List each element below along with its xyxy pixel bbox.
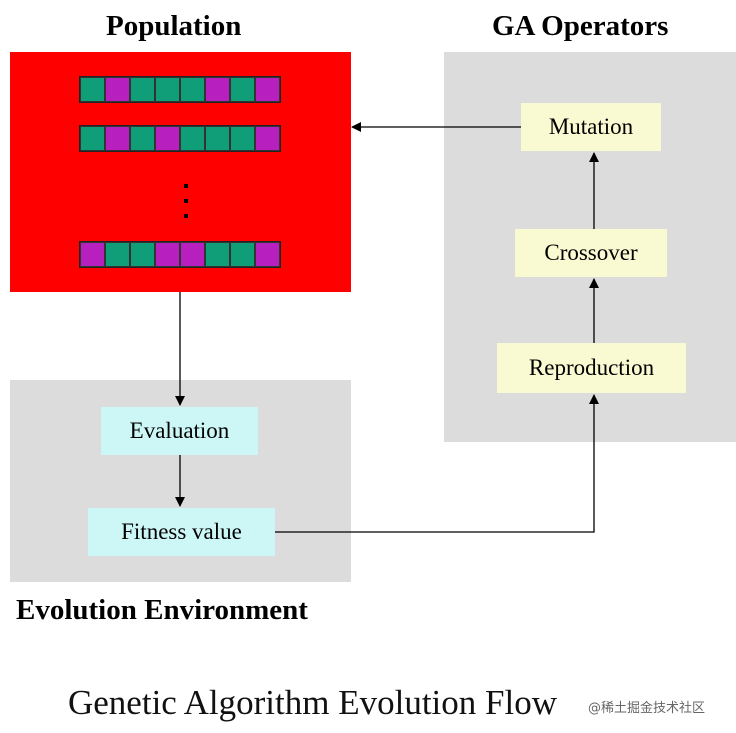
chromosome-2: [79, 125, 281, 152]
ga-operators-title: GA Operators: [492, 10, 669, 42]
gene-cell: [105, 242, 130, 267]
crossover-box: Crossover: [515, 229, 667, 277]
gene-cell: [255, 126, 280, 151]
gene-cell: [130, 77, 155, 102]
evaluation-box: Evaluation: [101, 407, 258, 455]
gene-cell: [80, 126, 105, 151]
gene-cell: [155, 242, 180, 267]
evolution-environment-title: Evolution Environment: [16, 594, 308, 626]
population-title: Population: [106, 10, 242, 42]
gene-cell: [230, 126, 255, 151]
arrow-fitness-to-reproduction: [275, 394, 599, 533]
ellipsis-dot: [184, 214, 188, 218]
ellipsis-dot: [184, 184, 188, 188]
gene-cell: [205, 242, 230, 267]
gene-cell: [80, 77, 105, 102]
gene-cell: [230, 242, 255, 267]
ellipsis-dot: [184, 199, 188, 203]
gene-cell: [155, 77, 180, 102]
gene-cell: [180, 126, 205, 151]
gene-cell: [230, 77, 255, 102]
diagram-caption: Genetic Algorithm Evolution Flow: [68, 683, 557, 722]
gene-cell: [180, 77, 205, 102]
gene-cell: [180, 242, 205, 267]
gene-cell: [80, 242, 105, 267]
mutation-box: Mutation: [521, 103, 661, 151]
gene-cell: [255, 77, 280, 102]
watermark: @稀土掘金技术社区: [588, 701, 706, 716]
fitness-value-box: Fitness value: [88, 508, 275, 556]
chromosome-1: [79, 76, 281, 103]
gene-cell: [255, 242, 280, 267]
gene-cell: [105, 77, 130, 102]
gene-cell: [130, 126, 155, 151]
gene-cell: [205, 77, 230, 102]
gene-cell: [205, 126, 230, 151]
chromosome-n: [79, 241, 281, 268]
gene-cell: [105, 126, 130, 151]
reproduction-box: Reproduction: [497, 343, 686, 393]
gene-cell: [130, 242, 155, 267]
gene-cell: [155, 126, 180, 151]
